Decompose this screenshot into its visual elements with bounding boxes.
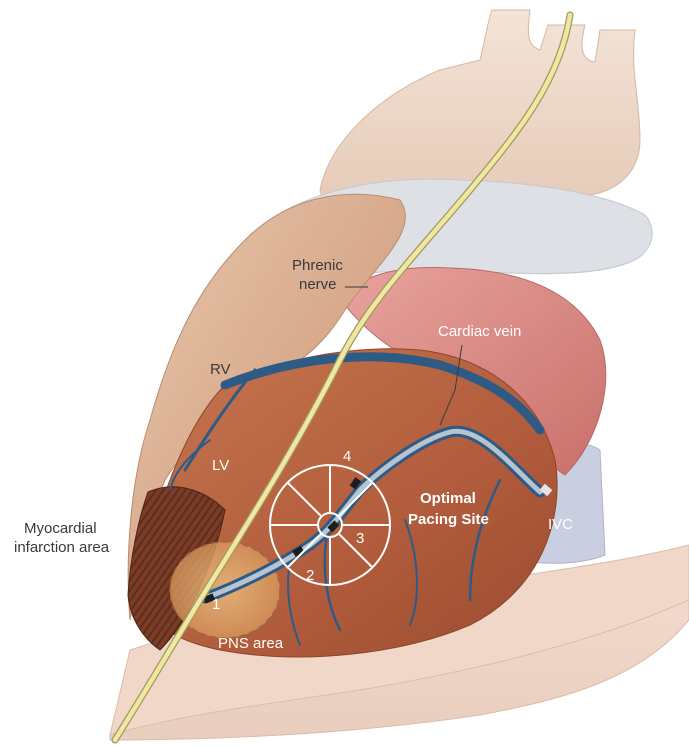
phrenic-nerve-label-1: Phrenic: [292, 257, 343, 274]
rv-label: RV: [210, 361, 231, 378]
cardiac-vein-label: Cardiac vein: [438, 323, 521, 340]
optimal-pacing-label-2: Pacing Site: [408, 511, 489, 528]
pns-area-label: PNS area: [218, 635, 284, 652]
lv-label: LV: [212, 457, 229, 474]
myocardial-label-1: Myocardial: [24, 520, 97, 537]
phrenic-nerve-label-2: nerve: [299, 276, 337, 293]
myocardial-label-2: infarction area: [14, 539, 110, 556]
ivc-label: IVC: [548, 516, 573, 533]
pacing-site-2: 2: [306, 567, 314, 584]
optimal-pacing-label-1: Optimal: [420, 490, 476, 507]
pacing-site-4: 4: [343, 448, 351, 465]
pacing-site-3: 3: [356, 530, 364, 547]
pacing-site-1: 1: [212, 596, 220, 613]
